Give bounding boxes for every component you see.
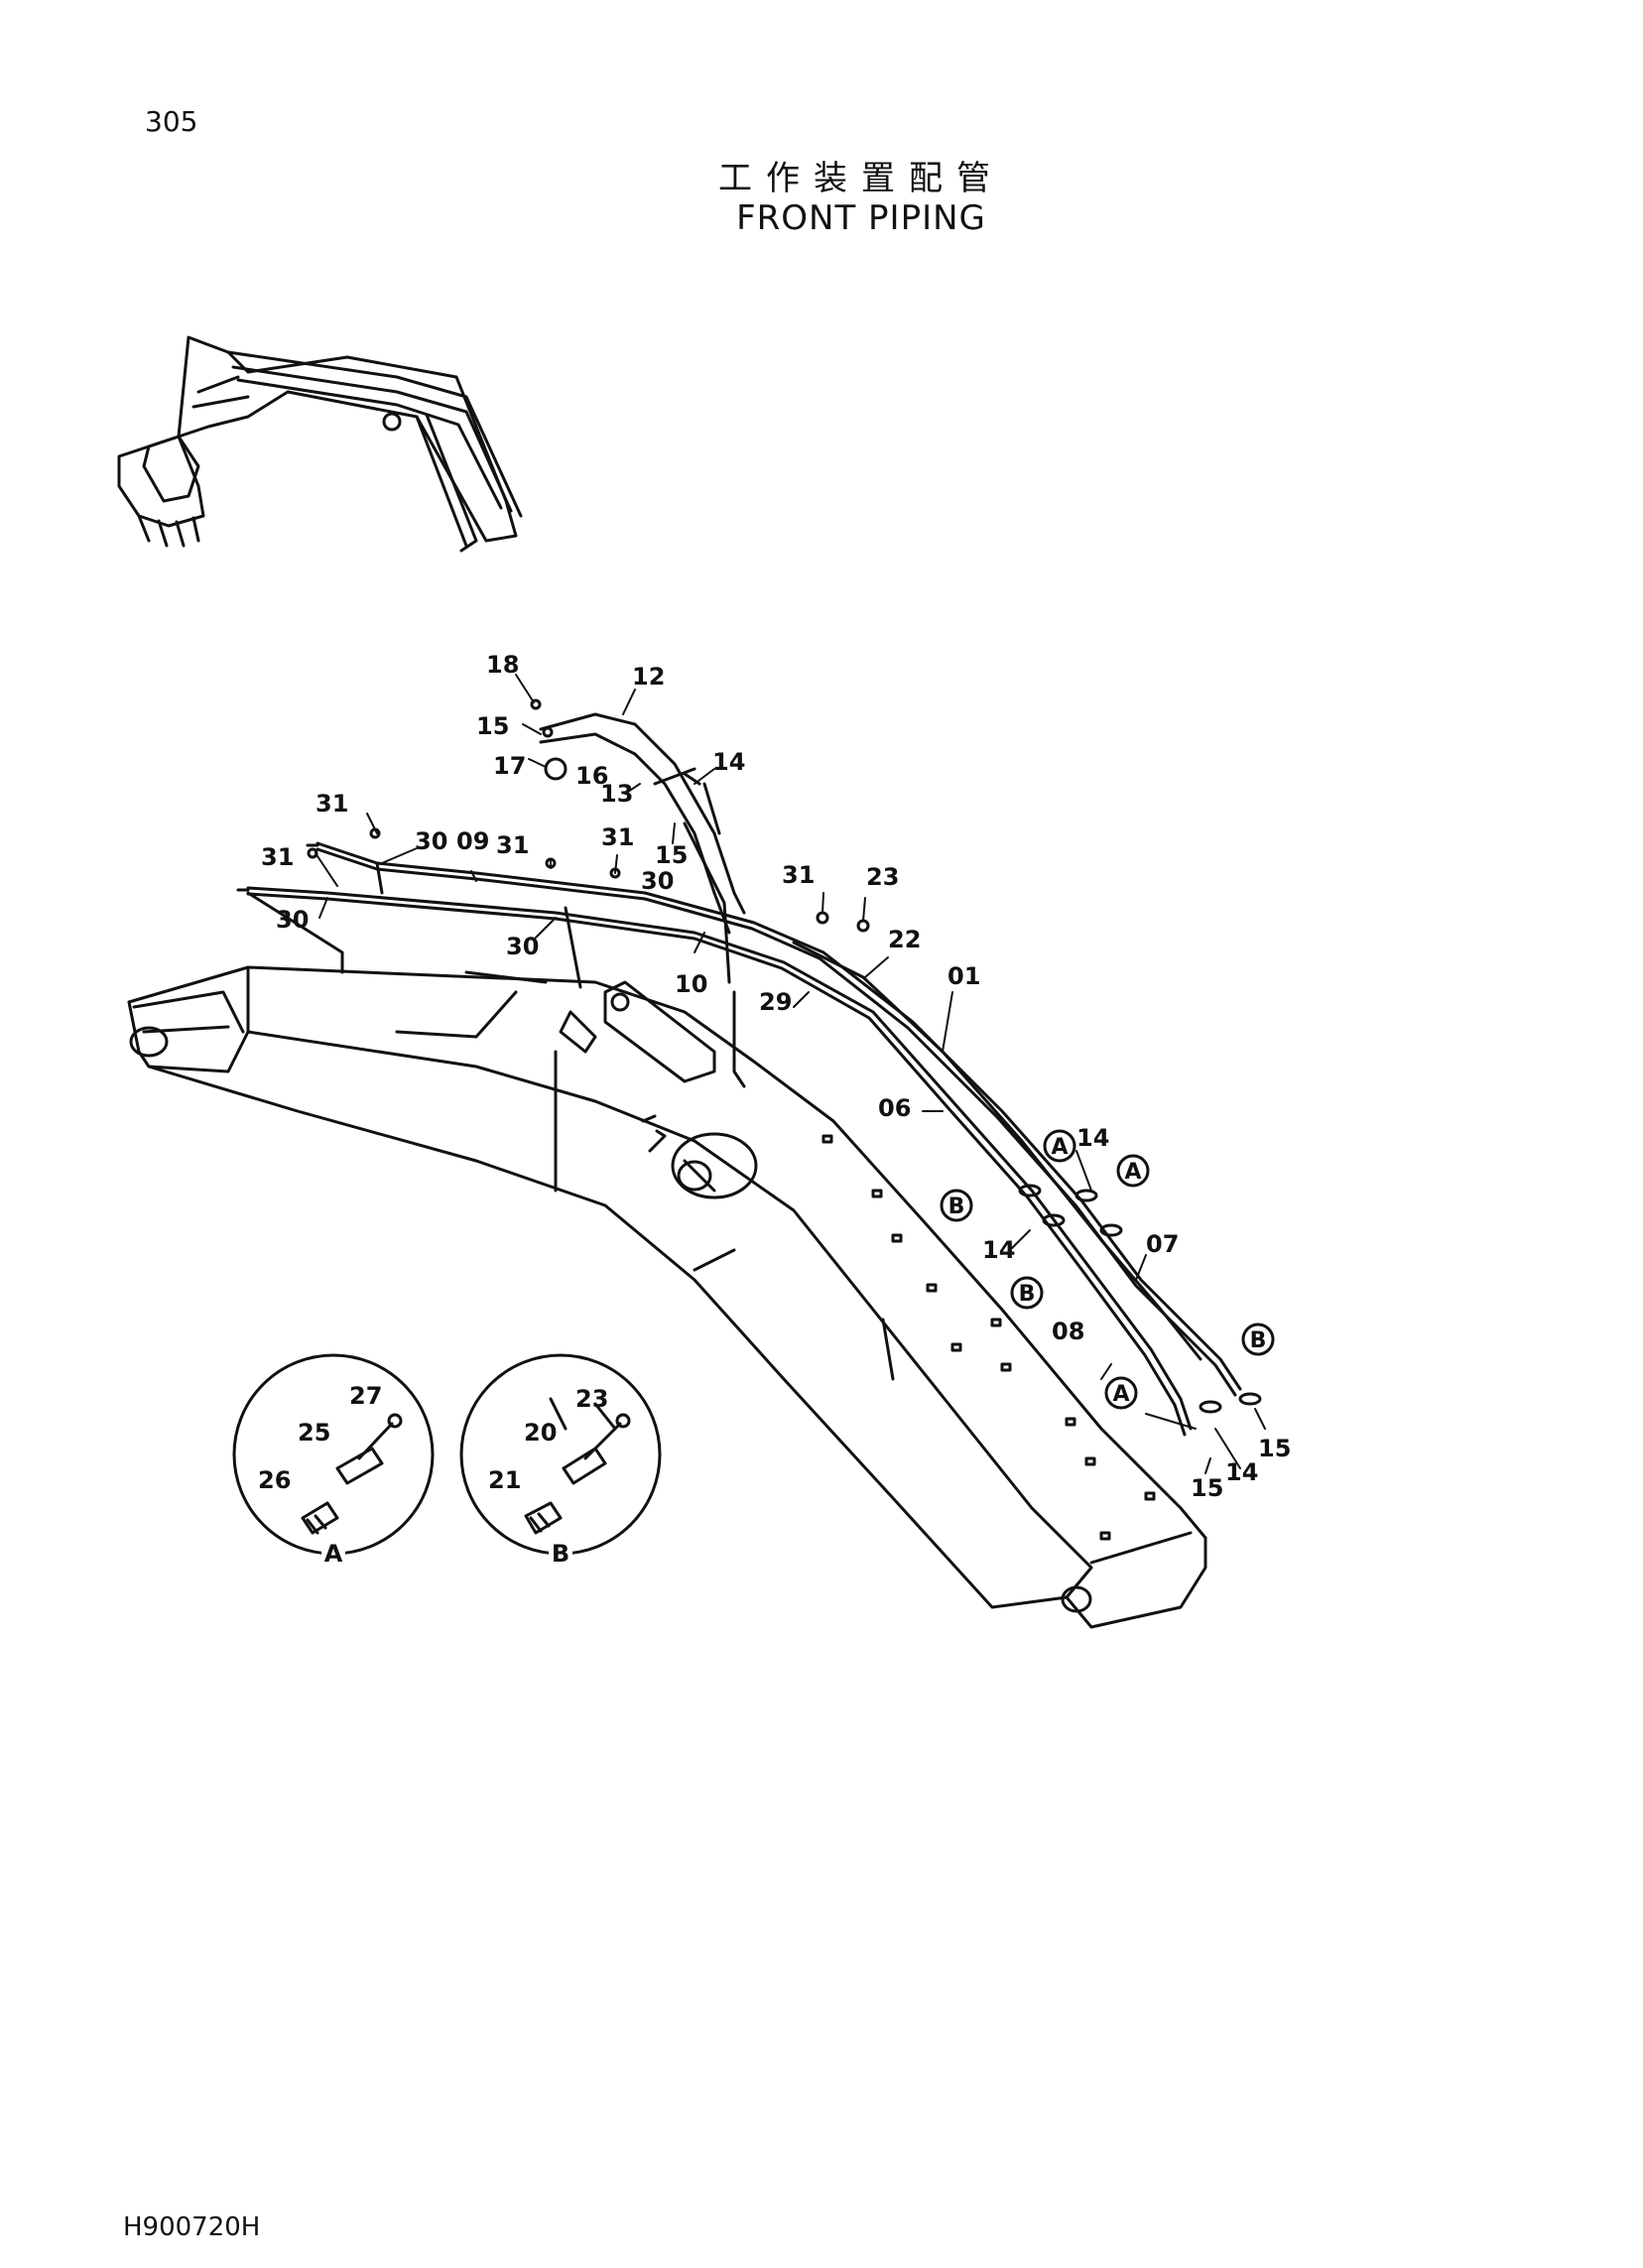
svg-text:B: B xyxy=(948,1195,965,1219)
callout-14: 14 xyxy=(982,1236,1015,1264)
callout-16: 16 xyxy=(575,762,608,790)
boom-structure xyxy=(127,965,1207,1629)
callout-14: 14 xyxy=(1076,1124,1109,1152)
title-english: FRONT PIPING xyxy=(736,198,986,238)
callout-29: 29 xyxy=(759,988,792,1016)
svg-text:A: A xyxy=(1112,1382,1129,1407)
callout-30: 30 xyxy=(415,827,447,855)
callout-30: 30 xyxy=(641,867,674,895)
callout-30: 30 xyxy=(276,906,309,934)
callout-23: 23 xyxy=(575,1385,608,1413)
marker-a: A xyxy=(1116,1154,1150,1188)
callout-15: 15 xyxy=(476,712,509,740)
callout-31: 31 xyxy=(316,790,348,818)
hydraulic-pipes xyxy=(236,698,1262,1437)
detail-label-a: A xyxy=(324,1540,343,1568)
svg-text:B: B xyxy=(1019,1282,1036,1307)
callout-20: 20 xyxy=(524,1419,557,1447)
callout-31: 31 xyxy=(601,823,634,851)
svg-text:B: B xyxy=(1250,1328,1267,1353)
overview-excavator-illustration xyxy=(117,335,523,553)
callout-leader-lines xyxy=(315,674,1266,1474)
callout-26: 26 xyxy=(258,1466,291,1494)
detail-label-b: B xyxy=(552,1540,569,1568)
callout-14: 14 xyxy=(712,748,745,776)
callout-01: 01 xyxy=(948,962,980,990)
reference-markers: A A A B B B xyxy=(940,1129,1275,1410)
callout-17: 17 xyxy=(493,752,526,780)
marker-a: A xyxy=(1104,1376,1138,1410)
svg-text:A: A xyxy=(1051,1135,1068,1160)
detail-labels: A B xyxy=(321,1540,572,1568)
page-number: 305 xyxy=(145,105,198,138)
marker-b: B xyxy=(1010,1276,1044,1310)
callout-22: 22 xyxy=(888,926,921,953)
marker-b: B xyxy=(1241,1323,1275,1356)
detail-view-a xyxy=(232,1353,435,1556)
callout-15: 15 xyxy=(1191,1474,1223,1502)
callout-08: 08 xyxy=(1052,1318,1084,1345)
callout-07: 07 xyxy=(1146,1230,1179,1258)
callout-12: 12 xyxy=(632,663,665,691)
callout-21: 21 xyxy=(488,1466,521,1494)
callout-14: 14 xyxy=(1225,1458,1258,1486)
callout-31: 31 xyxy=(261,843,294,871)
detail-view-b xyxy=(459,1353,662,1556)
callout-10: 10 xyxy=(675,970,707,998)
callout-27: 27 xyxy=(349,1382,382,1410)
callout-30: 30 xyxy=(506,933,539,960)
callout-31: 31 xyxy=(782,861,815,889)
callout-15: 15 xyxy=(1258,1435,1291,1462)
marker-a: A xyxy=(1043,1129,1076,1163)
callout-09: 09 xyxy=(456,827,489,855)
document-code: H900720H xyxy=(123,2212,261,2242)
title-chinese: 工作装置配管 xyxy=(718,159,1004,198)
part-callouts: 18 12 15 17 16 14 13 15 31 30 09 31 31 3… xyxy=(258,651,1291,1502)
svg-text:A: A xyxy=(1124,1160,1141,1185)
callout-31: 31 xyxy=(496,831,529,859)
marker-b: B xyxy=(940,1189,973,1222)
callout-18: 18 xyxy=(486,651,519,679)
callout-15: 15 xyxy=(655,841,688,869)
callout-23: 23 xyxy=(866,863,899,891)
callout-13: 13 xyxy=(600,780,633,808)
callout-25: 25 xyxy=(298,1419,330,1447)
callout-06: 06 xyxy=(878,1094,911,1122)
